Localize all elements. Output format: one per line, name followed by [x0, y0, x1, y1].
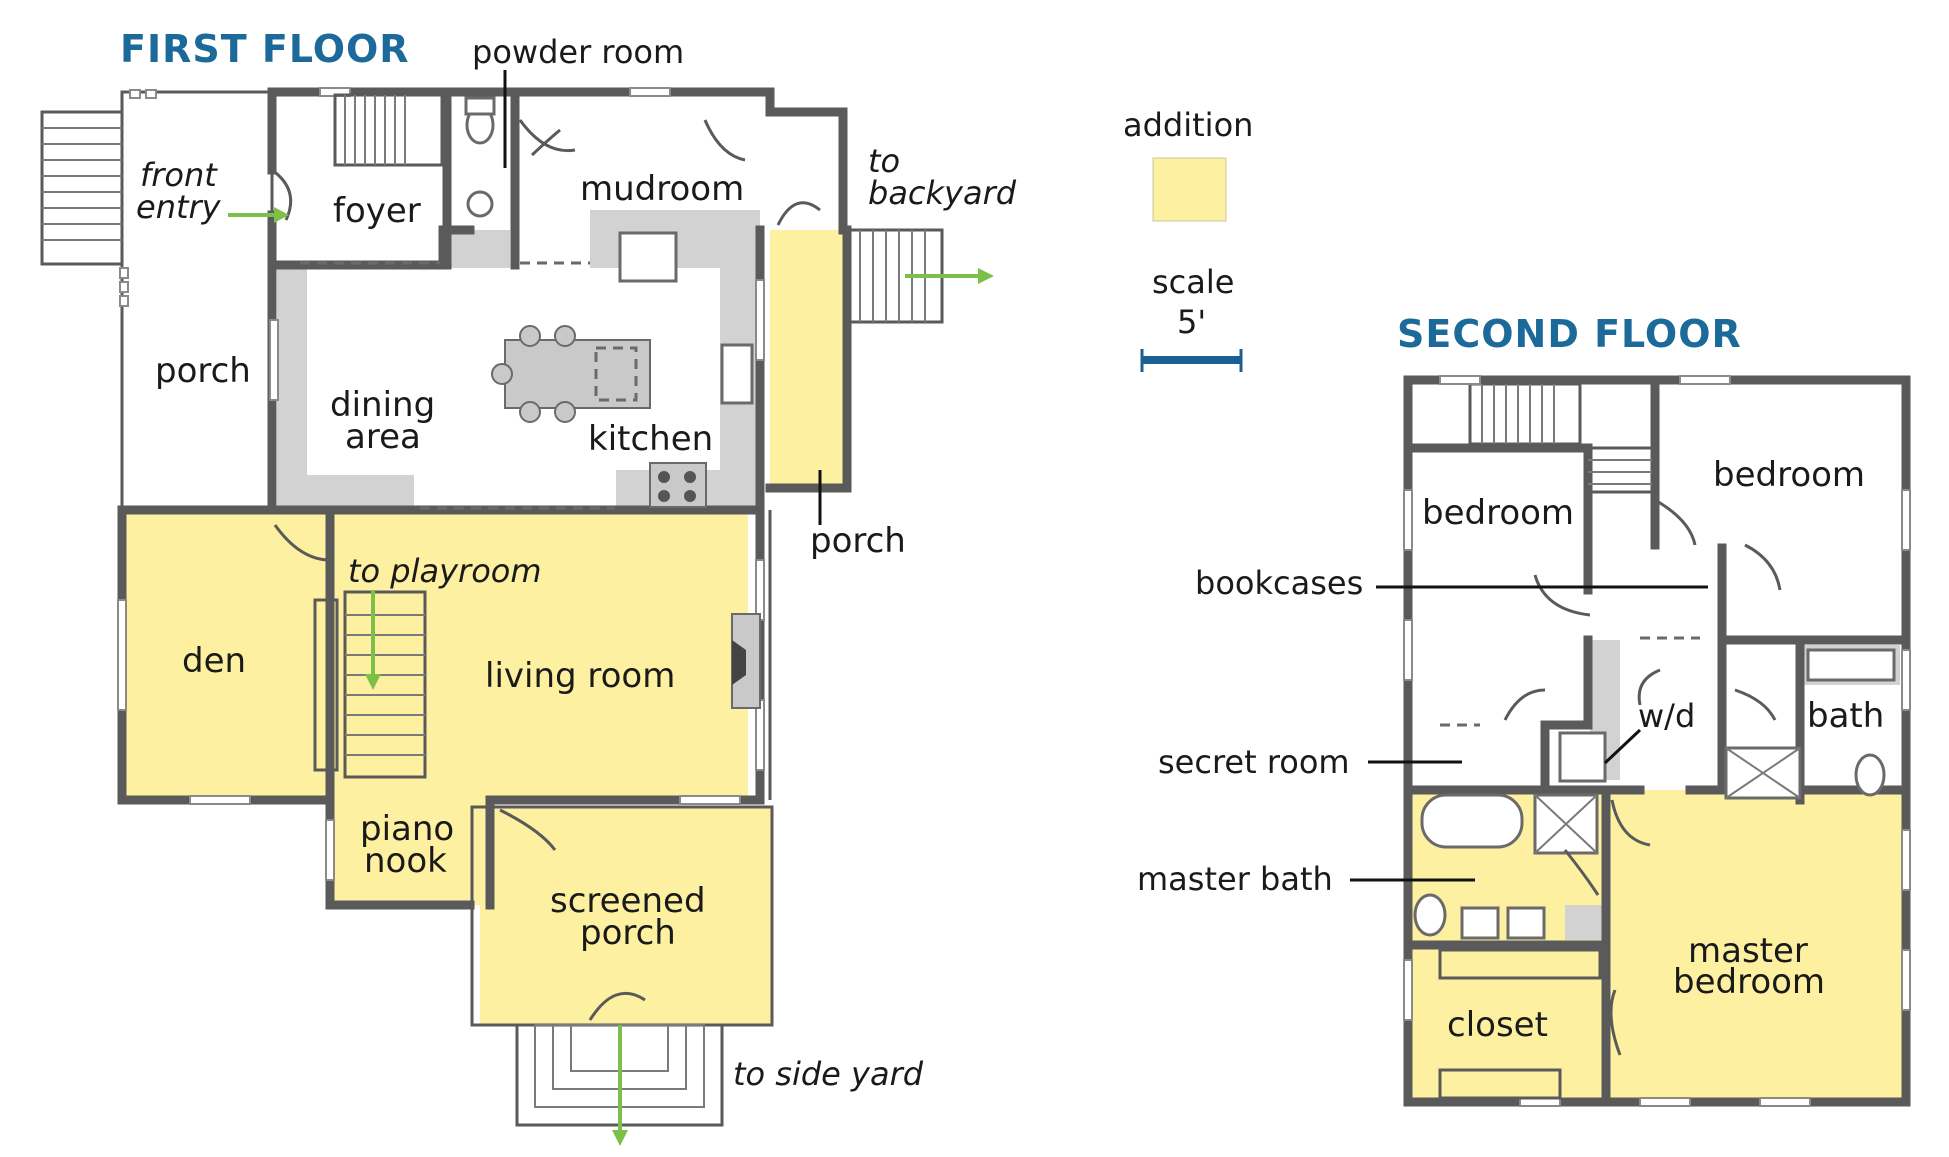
legend-scale-label: scale	[1152, 263, 1234, 301]
label-front-entry-line1: front	[140, 156, 218, 194]
legend-addition-swatch	[1152, 157, 1227, 222]
label-dining-line2: area	[345, 417, 421, 457]
label-living-room: living room	[485, 656, 675, 696]
label-front-entry-line2: entry	[136, 188, 222, 226]
label-bath: bath	[1807, 696, 1884, 736]
label-screened-line2: porch	[580, 913, 676, 953]
label-screened-line1: screened	[550, 881, 706, 921]
label-piano-line2: nook	[364, 841, 447, 881]
label-master-line1: master	[1688, 931, 1808, 971]
second-floor-plan	[1350, 375, 1911, 1107]
foyer-stairs	[333, 93, 444, 167]
first-floor-plan	[40, 70, 994, 1146]
label-porch-right: porch	[810, 521, 906, 561]
second-floor-stairs	[1468, 382, 1654, 494]
label-to-backyard-line1: to	[868, 142, 900, 180]
legend-addition-label: addition	[1123, 106, 1253, 144]
label-to-playroom: to playroom	[348, 552, 542, 590]
label-bookcases: bookcases	[1195, 564, 1363, 602]
legend-scale-value: 5'	[1177, 303, 1206, 341]
label-closet: closet	[1447, 1005, 1548, 1045]
label-den: den	[182, 641, 246, 681]
label-mudroom: mudroom	[580, 169, 744, 209]
label-wd: w/d	[1638, 697, 1695, 735]
label-to-side-yard: to side yard	[733, 1055, 924, 1093]
label-master-line2: bedroom	[1673, 962, 1825, 1002]
first-floor-title: FIRST FLOOR	[120, 27, 410, 71]
front-steps	[42, 127, 122, 241]
label-master-bath: master bath	[1137, 860, 1333, 898]
label-foyer: foyer	[333, 191, 421, 231]
label-piano-line1: piano	[360, 809, 454, 849]
label-powder-room: powder room	[472, 33, 684, 71]
label-bedroom-left: bedroom	[1422, 493, 1574, 533]
label-kitchen: kitchen	[588, 419, 713, 459]
second-floor-title: SECOND FLOOR	[1397, 312, 1742, 356]
den-stairs	[313, 590, 427, 779]
legend: addition scale 5'	[1123, 106, 1253, 372]
label-dining-line1: dining	[330, 385, 435, 425]
label-porch-left: porch	[155, 351, 251, 391]
label-secret-room: secret room	[1158, 743, 1350, 781]
label-bedroom-right: bedroom	[1713, 455, 1865, 495]
label-to-backyard-line2: backyard	[868, 174, 1017, 212]
